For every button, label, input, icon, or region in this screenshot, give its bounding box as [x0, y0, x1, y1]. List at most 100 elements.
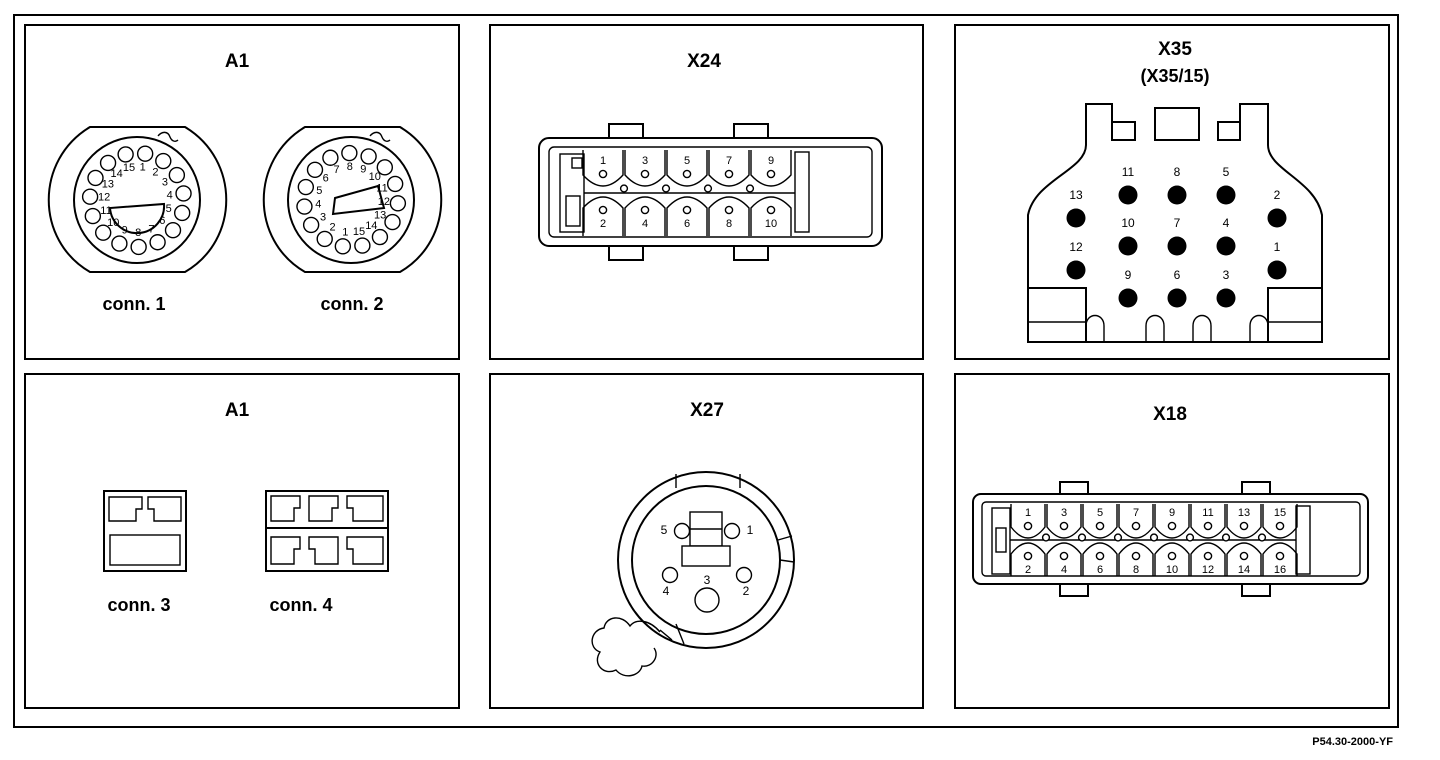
conn2-pin-label-3: 3 — [320, 211, 326, 223]
conn2-pin-hole-14 — [371, 228, 389, 246]
outer-frame — [13, 14, 1399, 728]
x18-pin-hole-9 — [1167, 521, 1177, 531]
conn1-pin-label-1: 1 — [140, 161, 146, 173]
x24-pin-label-10: 10 — [765, 218, 777, 230]
x35-pin-label-10: 10 — [1121, 216, 1135, 230]
conn1-pin-label-12: 12 — [98, 192, 110, 204]
x18-pin-label-2: 2 — [1025, 564, 1031, 576]
conn1-pin-hole-7 — [149, 234, 166, 251]
x18-pin-label-14: 14 — [1238, 564, 1250, 576]
x35-pin-label-7: 7 — [1174, 216, 1181, 230]
panel-x27-frame — [489, 373, 924, 709]
x18-pin-hole-16 — [1275, 551, 1285, 561]
x18-pin-label-8: 8 — [1133, 564, 1139, 576]
x24-pin-label-3: 3 — [642, 155, 648, 167]
x24-pin-label-7: 7 — [726, 155, 732, 167]
x35-pin-label-1: 1 — [1274, 240, 1281, 254]
panel-x24-title: X24 — [687, 51, 721, 72]
conn1-pin-label-10: 10 — [107, 217, 119, 229]
x24-pin-hole-7 — [724, 169, 734, 179]
panel-x35-subtitle: (X35/15) — [1140, 66, 1209, 86]
conn2-pin-label-13: 13 — [374, 209, 386, 221]
conn2-pin-label-14: 14 — [365, 220, 377, 232]
panel-a1-top-frame — [24, 24, 460, 360]
x24-top-cell-7 — [708, 150, 750, 187]
conn2-label: conn. 2 — [320, 294, 383, 314]
x18-pin-label-4: 4 — [1061, 564, 1067, 576]
x18-top-cell-7 — [1118, 504, 1154, 539]
x18-pin-hole-5 — [1095, 521, 1105, 531]
x18-bottom-cell-10 — [1154, 542, 1190, 576]
x18-pin-label-3: 3 — [1061, 507, 1067, 519]
conn4-connector — [265, 490, 389, 572]
conn2-pin-label-15: 15 — [353, 226, 365, 238]
x35-pin-hole-7 — [1167, 236, 1187, 256]
conn1-label: conn. 1 — [102, 294, 165, 314]
x24-bottom-cell-10 — [750, 196, 792, 236]
conn2-pin-hole-12 — [389, 195, 407, 212]
conn2-pin-label-12: 12 — [378, 196, 390, 208]
x18-coding-dot-6 — [1221, 533, 1231, 542]
x27-pin-label-1: 1 — [747, 523, 754, 537]
conn1-pin-hole-5 — [173, 204, 191, 222]
conn1-pin-hole-10 — [94, 224, 112, 241]
x35-pin-label-2: 2 — [1274, 188, 1281, 202]
x18-pin-hole-7 — [1131, 521, 1141, 531]
x18-top-cell-9 — [1154, 504, 1190, 539]
panel-x35-title: X35 — [1158, 39, 1192, 60]
x18-bottom-cell-14 — [1226, 542, 1262, 576]
conn1-pin-label-2: 2 — [152, 167, 158, 179]
x18-pin-label-7: 7 — [1133, 507, 1139, 519]
x35-pin-label-6: 6 — [1174, 268, 1181, 282]
x24-bottom-cell-6 — [666, 196, 708, 236]
conn1-pin-hole-2 — [155, 152, 172, 170]
panel-x18-frame — [954, 373, 1390, 709]
x18-pin-hole-12 — [1203, 551, 1213, 561]
conn2-pin-hole-15 — [354, 237, 371, 254]
conn1-pin-label-9: 9 — [122, 225, 128, 237]
x18-top-cell-13 — [1226, 504, 1262, 539]
x18-pin-hole-3 — [1059, 521, 1069, 531]
x24-pin-hole-10 — [766, 205, 776, 215]
x18-pin-hole-6 — [1095, 551, 1105, 561]
x18-coding-dot-7 — [1257, 533, 1267, 542]
x24-pin-hole-8 — [724, 205, 734, 215]
x35-pin-hole-5 — [1216, 185, 1236, 205]
x27-pin-hole-2 — [735, 566, 753, 584]
x27-pin-label-2: 2 — [743, 584, 750, 598]
x27-pin-label-3: 3 — [704, 573, 711, 587]
x35-pin-label-11: 11 — [1122, 165, 1135, 179]
conn2-pin-hole-7 — [322, 149, 339, 166]
x18-pin-hole-14 — [1239, 551, 1249, 561]
x18-pin-label-6: 6 — [1097, 564, 1103, 576]
x35-pin-label-12: 12 — [1069, 240, 1083, 254]
conn2-pin-hole-10 — [376, 159, 394, 176]
conn1-pin-hole-14 — [99, 154, 117, 172]
x27-pin-hole-3 — [694, 587, 720, 613]
conn1-pin-hole-4 — [175, 185, 192, 202]
conn3-connector — [103, 490, 187, 572]
x24-pin-hole-3 — [640, 169, 650, 179]
conn2-pin-label-6: 6 — [323, 173, 329, 185]
x24-coding-dot-3 — [703, 184, 713, 193]
x18-top-cell-15 — [1262, 504, 1298, 539]
conn2-pin-hole-3 — [302, 216, 320, 234]
x35-pin-label-4: 4 — [1223, 216, 1230, 230]
x24-bottom-cell-8 — [708, 196, 750, 236]
x35-pin-hole-3 — [1216, 288, 1236, 308]
conn2-pin-label-8: 8 — [347, 161, 353, 173]
x18-bottom-cell-6 — [1082, 542, 1118, 576]
panel-a1-bottom: A1 conn. 3 conn. 4 — [24, 373, 460, 709]
x18-pin-hole-1 — [1023, 521, 1033, 531]
x18-top-cell-1 — [1010, 504, 1046, 539]
conn2-pin-hole-11 — [386, 175, 404, 193]
x18-pin-label-1: 1 — [1025, 507, 1031, 519]
x18-bottom-cell-8 — [1118, 542, 1154, 576]
conn1-pin-label-3: 3 — [162, 176, 168, 188]
